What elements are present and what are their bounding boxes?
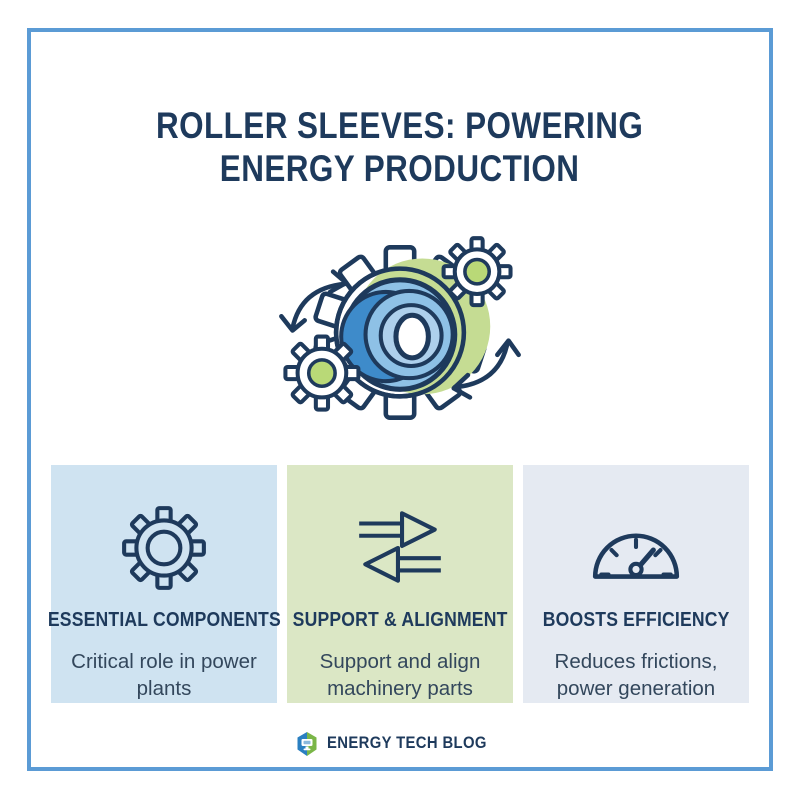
gear-icon — [118, 495, 210, 601]
brand-name: ENERGY TECH BLOG — [327, 734, 488, 753]
footer: ENERGY TECH BLOG — [295, 731, 505, 757]
feature-cards-row: ESSENTIAL COMPONENTS Critical role in po… — [47, 464, 749, 703]
small-gear-top-right — [441, 235, 513, 307]
card-body-text: Support and align machinery parts — [319, 649, 481, 700]
card-body-text: Critical role in power plants — [71, 649, 257, 700]
infographic-frame: ROLLER SLEEVES: POWERING ENERGY PRODUCTI… — [27, 28, 773, 771]
title-line-1: ROLLER SLEEVES: POWERING — [156, 105, 644, 146]
gears-roller-sleeve-illustration — [279, 235, 521, 420]
roller-sleeve — [339, 276, 458, 392]
rotation-arrow-right-icon — [451, 337, 521, 400]
card-heading: BOOSTS EFFICIENCY — [542, 608, 730, 631]
hero-illustration — [245, 223, 555, 441]
rotation-arrow-left-icon — [279, 268, 349, 333]
small-gear-bottom-left — [283, 334, 361, 412]
card-boosts-efficiency: BOOSTS EFFICIENCY Reduces frictions, pow… — [523, 464, 749, 703]
exchange-arrows-icon — [351, 495, 449, 601]
card-body-text: Reduces frictions, power generation — [554, 649, 718, 700]
gauge-icon — [585, 495, 687, 601]
title-line-2: ENERGY PRODUCTION — [220, 148, 580, 190]
card-heading: SUPPORT & ALIGNMENT — [292, 608, 508, 631]
page-title: ROLLER SLEEVES: POWERING ENERGY PRODUCTI… — [156, 104, 643, 191]
card-essential-components: ESSENTIAL COMPONENTS Critical role in po… — [47, 464, 280, 703]
card-heading: ESSENTIAL COMPONENTS — [47, 608, 281, 631]
energy-tech-blog-logo-icon — [295, 731, 319, 757]
card-support-alignment: SUPPORT & ALIGNMENT Support and align ma… — [287, 464, 513, 703]
